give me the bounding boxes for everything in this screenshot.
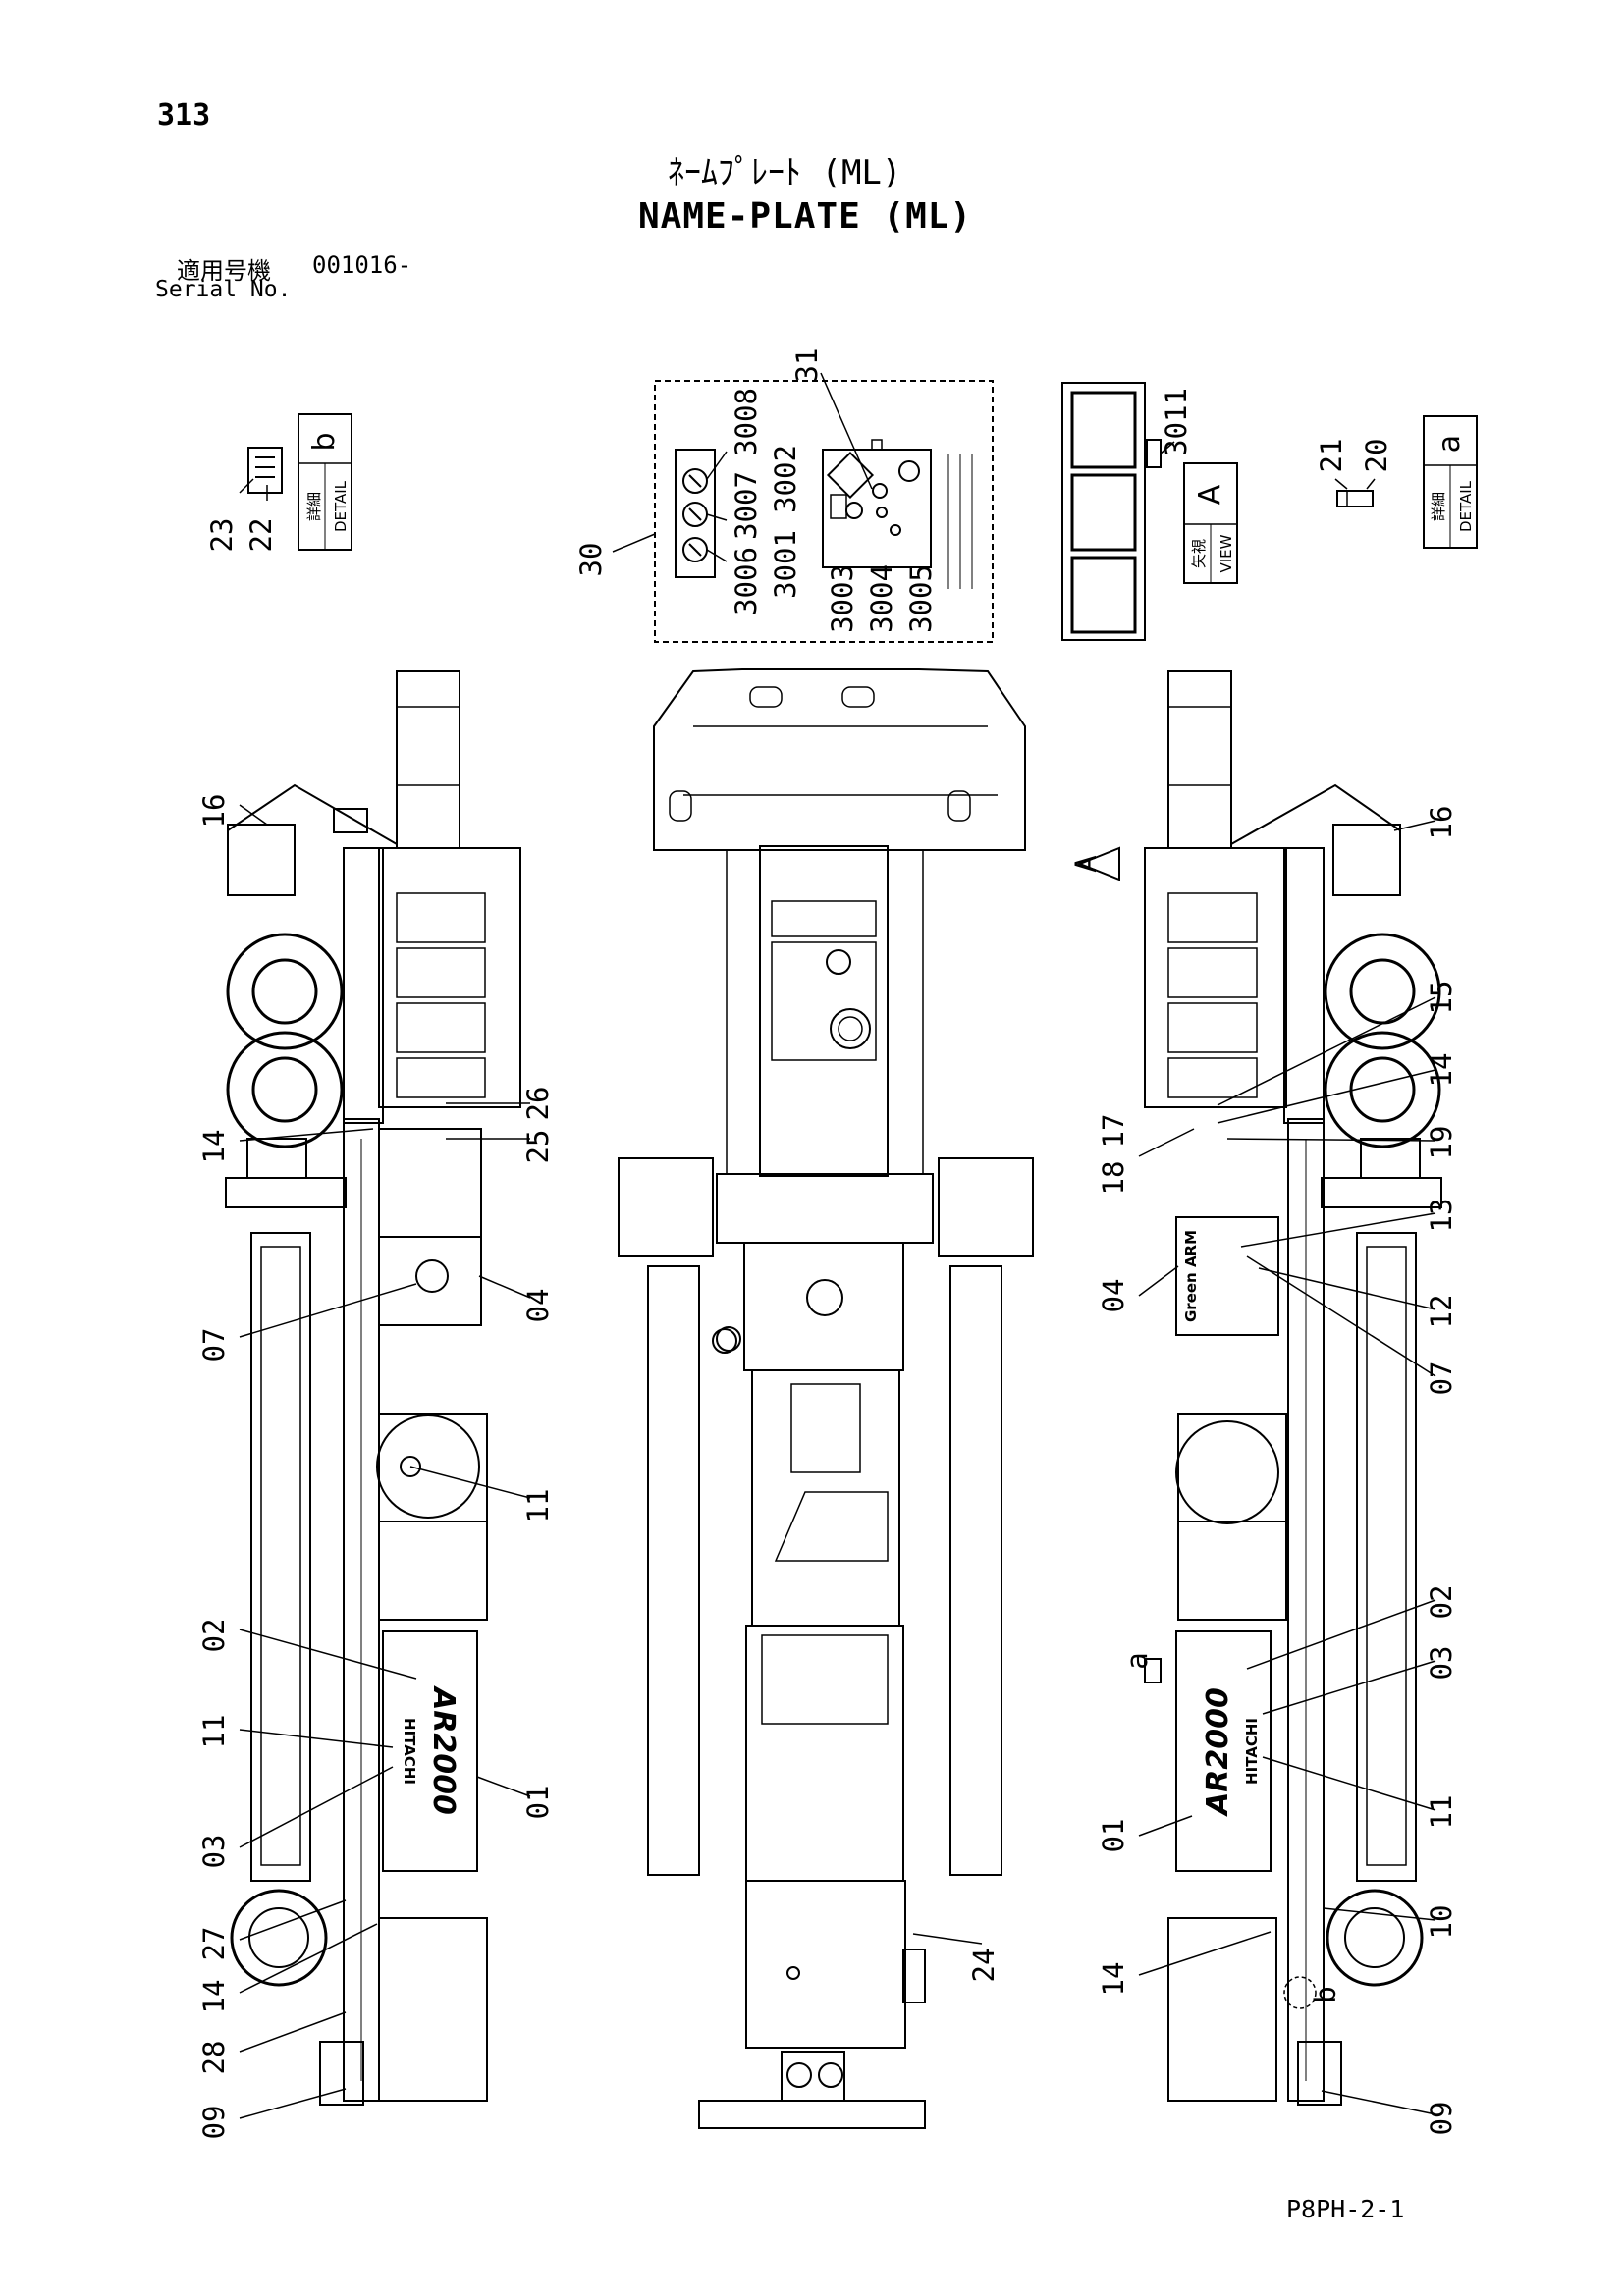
serial-number-value: 001016- (312, 251, 412, 279)
callout-24: 24 (967, 1949, 1001, 1983)
detail-b-group: b 詳細 DETAIL (239, 413, 352, 551)
center-top-view (618, 668, 1034, 2129)
callout-11-right: 11 (1425, 1795, 1458, 1830)
wheel (1324, 933, 1441, 1050)
callout-3006: 3006 (730, 547, 763, 615)
detail-a-plate-drawing (1336, 490, 1374, 507)
ar2000-plate-left (382, 1630, 478, 1872)
callout-b: b (1309, 1986, 1342, 2002)
callout-15: 15 (1425, 981, 1458, 1015)
callout-3008: 3008 (730, 388, 763, 456)
ar2000-plate-right-text: AR2000 (1201, 1687, 1235, 1817)
callout-04-left: 04 (521, 1289, 555, 1323)
ar2000-plate-left-text: AR2000 (426, 1685, 460, 1815)
callout-14-left-top: 14 (197, 1130, 231, 1164)
hitachi-plate-left-text: HITACHI (401, 1718, 418, 1785)
detail-a-kanji: 詳細 (1430, 492, 1447, 521)
view-a-letter: A (1193, 484, 1227, 505)
callout-16-left: 16 (197, 794, 231, 828)
callout-3001: 3001 (769, 530, 802, 599)
callout-3011: 3011 (1160, 388, 1193, 456)
callout-12: 12 (1425, 1295, 1458, 1329)
detail-a-letter: a (1433, 435, 1467, 453)
callout-18: 18 (1097, 1161, 1130, 1196)
callout-14-right-bottom: 14 (1097, 1962, 1130, 1997)
callout-17: 17 (1097, 1114, 1130, 1148)
callout-11-left-top: 11 (521, 1489, 555, 1523)
callout-11-left-bottom: 11 (197, 1715, 231, 1749)
callout-14-right-top: 14 (1425, 1053, 1458, 1088)
view-a-label: A 矢視 VIEW (1183, 462, 1238, 584)
page-title: NAME-PLATE (ML) (638, 196, 973, 237)
serial-label: Serial No. (155, 277, 292, 302)
callout-09-left: 09 (197, 2106, 231, 2140)
callout-25: 25 (521, 1130, 555, 1164)
callout-27: 27 (197, 1927, 231, 1961)
wheel (226, 933, 344, 1050)
ar2000-plate-right (1175, 1630, 1272, 1872)
callout-04-right: 04 (1097, 1279, 1130, 1313)
callout-21: 21 (1315, 439, 1348, 473)
callout-3003: 3003 (826, 564, 859, 633)
view-a-panel (1061, 382, 1162, 641)
green-arm-label: Green ARM (1182, 1230, 1200, 1322)
callout-02-left: 02 (197, 1619, 231, 1653)
view-a-arrow-letter: A (1069, 855, 1103, 872)
callout-09-right: 09 (1425, 2102, 1458, 2136)
detail-b-plate-drawing (247, 447, 283, 494)
callout-10: 10 (1425, 1905, 1458, 1940)
callout-23: 23 (205, 518, 239, 553)
view-a-kanji: 矢視 (1190, 539, 1208, 568)
switch-3008 (682, 468, 708, 494)
detail-b-kanji: 詳細 (305, 492, 323, 521)
callout-30: 30 (574, 543, 608, 577)
detail-a-group: a 詳細 DETAIL (1334, 415, 1478, 549)
serial-label-japanese: 適用号機 (177, 257, 271, 285)
callout-31: 31 (790, 348, 824, 383)
plate-3011 (1146, 439, 1162, 468)
callout-01-right: 01 (1097, 1819, 1130, 1853)
callout-a: a (1120, 1652, 1154, 1669)
detail-b-en: DETAIL (332, 480, 350, 532)
callout-07-left: 07 (197, 1328, 231, 1362)
view-a-en: VIEW (1218, 534, 1235, 572)
detail-a-en: DETAIL (1457, 480, 1475, 532)
right-side-view: A Green ARM AR2000 HITACHI (1069, 670, 1442, 2106)
page-title-japanese: ﾈｰﾑﾌﾟﾚｰﾄ (ML) (668, 153, 902, 192)
wheel (226, 1031, 344, 1148)
callout-3004: 3004 (865, 564, 898, 633)
callout-22: 22 (244, 518, 278, 553)
left-side-view: AR2000 HITACHI (225, 670, 521, 2106)
drawing-code: P8PH-2-1 (1286, 2195, 1405, 2223)
callout-03-left: 03 (197, 1835, 231, 1869)
detail-b-letter: b (307, 432, 342, 451)
callout-14-left-bottom: 14 (197, 1980, 231, 2014)
callout-20: 20 (1360, 439, 1393, 473)
callout-3002: 3002 (769, 445, 802, 513)
callout-28: 28 (197, 2041, 231, 2075)
callout-3005: 3005 (904, 564, 938, 633)
callout-3007: 3007 (730, 471, 763, 540)
callout-13: 13 (1425, 1199, 1458, 1233)
wheel (1324, 1031, 1441, 1148)
detail-30-box (654, 380, 994, 643)
callout-19: 19 (1425, 1126, 1458, 1160)
callout-07-right: 07 (1425, 1362, 1458, 1396)
hitachi-plate-right-text: HITACHI (1243, 1718, 1261, 1785)
callout-01-left: 01 (521, 1786, 555, 1820)
page-number: 313 (157, 98, 211, 133)
